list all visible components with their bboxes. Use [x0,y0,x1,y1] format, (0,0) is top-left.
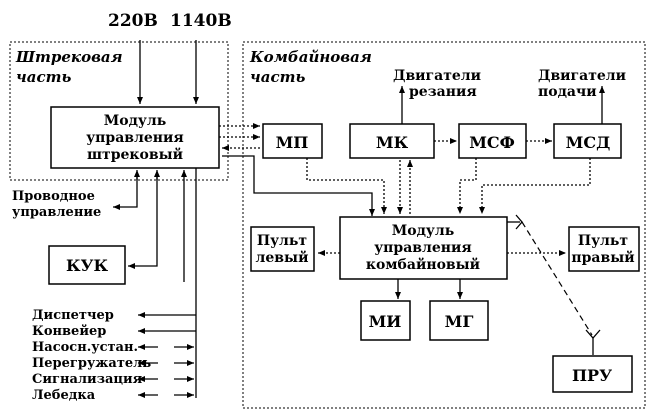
pult-left-line2: левый [256,249,309,266]
kuk-label: КУК [66,256,109,275]
mi-label: МИ [369,312,402,331]
voltage-220: 220В [108,11,158,31]
module-kombain-line2: управления [374,240,472,256]
link-msd-kombain [479,158,591,214]
antenna-icon-pru [585,329,601,339]
wired-line2: управление [12,205,101,220]
link-msf-kombain [457,158,477,214]
link-shtrek-kuk [128,172,158,269]
pult-right-box [568,226,640,272]
voltage-1140: 1140В [170,11,232,31]
msd-label: МСД [566,133,611,152]
shtrek-section-title: Штрековая [15,48,123,66]
module-shtrek-line2: управления [86,130,184,146]
kuk-box [48,245,126,285]
pru-box [552,355,633,393]
kombain-section-title: Комбайновая [249,48,372,66]
kombain-section-border [242,41,646,409]
output-label-signaling: Сигнализация [32,372,143,387]
mk-label: МК [376,133,409,152]
motors-cut-line1: Двигатели [393,68,481,84]
shtrek-section-subtitle: часть [16,68,71,86]
motors-cut-line2: резания [409,84,477,100]
mp-label: МП [276,133,309,152]
shtrek-section-border [9,41,229,181]
pult-right-line2: правый [571,249,634,266]
output-label-conveyor: Конвейер [32,324,106,339]
pult-right-line1: Пульт [578,233,629,249]
link-shtrek-wired [113,172,138,210]
link-shtrek-kombain [222,155,375,216]
motors-feed-line2: подачи [538,84,597,100]
module-kombain-line1: Модуль [392,223,455,239]
mp-box [262,123,323,159]
module-shtrek-box [50,106,220,169]
pru-label: ПРУ [572,366,612,385]
module-shtrek-line1: Модуль [104,113,167,129]
mg-box [429,300,489,341]
kombain-section-subtitle: часть [250,68,305,86]
mg-label: МГ [445,312,474,331]
output-label-dispatcher: Диспетчер [32,308,114,323]
output-label-pump: Насосн.устан. [32,340,138,355]
radio-link [521,221,593,336]
motors-feed-line1: Двигатели [538,68,626,84]
link-mp-kombain [306,158,387,214]
msd-box [553,123,622,159]
pult-left-line1: Пульт [257,233,308,249]
module-kombain-line3: комбайновый [366,256,480,273]
wired-line1: Проводное [12,189,95,204]
outputs-list: Диспетчер Конвейер Насосн.устан. Перегру… [32,308,196,403]
module-kombain-box [339,216,508,280]
output-label-reloader: Перегружатель [32,356,151,371]
module-shtrek-line3: штрековый [87,146,183,163]
msf-label: МСФ [469,133,515,152]
pult-left-box [250,226,315,272]
output-label-winch: Лебедка [32,388,96,403]
mi-box [360,300,411,341]
msf-box [458,123,527,159]
mk-box [349,123,435,159]
